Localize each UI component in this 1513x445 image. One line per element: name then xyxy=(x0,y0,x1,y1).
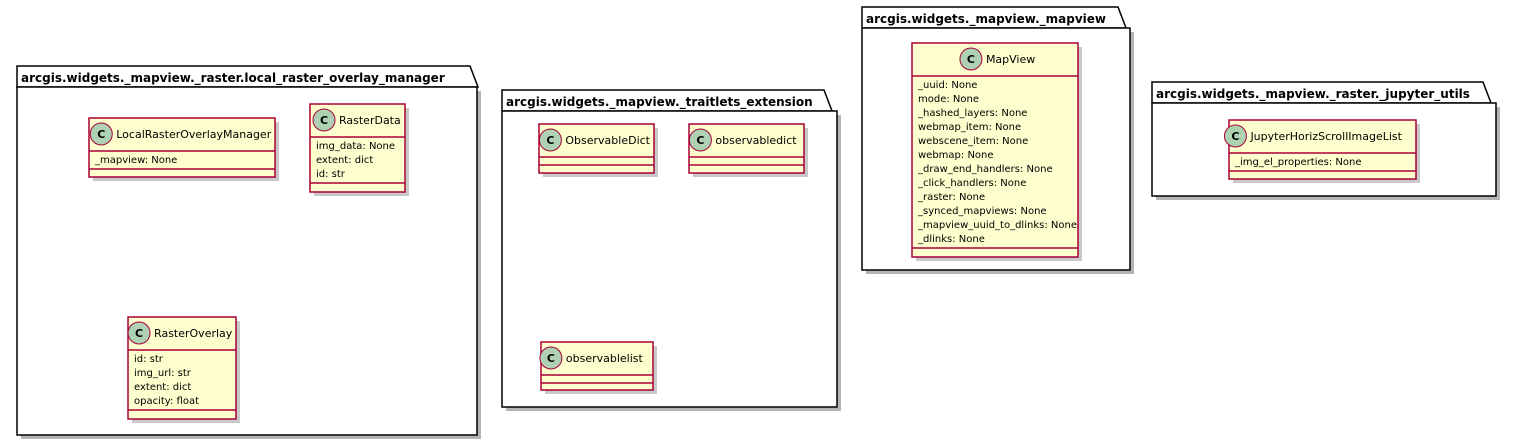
class-observabledict[interactable]: C ObservableDict xyxy=(538,123,658,177)
class-stereotype-icon xyxy=(959,47,983,71)
class-attribute: img_url: str xyxy=(134,368,192,379)
class-attribute: _draw_end_handlers: None xyxy=(917,164,1053,175)
class-attribute: _mapview_uuid_to_dlinks: None xyxy=(917,220,1077,231)
package-title: arcgis.widgets._mapview._traitlets_exten… xyxy=(506,95,813,110)
class-stereotype-letter: C xyxy=(1231,130,1239,143)
class-stereotype-icon xyxy=(539,346,563,370)
package-title: arcgis.widgets._mapview._mapview xyxy=(866,12,1106,27)
class-attribute: webmap: None xyxy=(918,150,994,161)
class-attribute: webscene_item: None xyxy=(918,136,1028,147)
class-stereotype-letter: C xyxy=(135,327,143,340)
class-name: RasterOverlay xyxy=(154,327,233,340)
class-rasterdata[interactable]: C RasterData img_data: None extent: dict id:… xyxy=(309,103,409,196)
class-stereotype-letter: C xyxy=(967,53,975,66)
class-stereotype-icon xyxy=(89,122,113,146)
class-jupyterhorizscrollimagelist[interactable]: C JupyterHorizScrollImageList _img_el_prop… xyxy=(1223,119,1420,183)
class-box xyxy=(540,341,654,391)
package-tab xyxy=(16,65,480,88)
class-name: observabledict xyxy=(715,134,797,147)
class-stereotype-icon xyxy=(312,108,336,132)
class-attribute: opacity: float xyxy=(134,396,199,407)
class-name: JupyterHorizScrollImageList xyxy=(1249,130,1402,143)
class-attribute: id: str xyxy=(316,169,346,180)
class-name: ObservableDict xyxy=(565,134,650,147)
class-attribute: mode: None xyxy=(918,94,979,105)
package-title: arcgis.widgets._mapview._raster._jupyter… xyxy=(1156,87,1470,102)
class-attribute: _raster: None xyxy=(917,192,985,203)
class-attribute: extent: dict xyxy=(134,382,191,393)
class-attribute: extent: dict xyxy=(316,155,373,166)
class-attribute: webmap_item: None xyxy=(918,122,1021,133)
class-stereotype-letter: C xyxy=(320,114,328,127)
class-mapview[interactable]: C MapView _uuid: None mode: None _hashed_lay… xyxy=(911,42,1082,261)
class-name: RasterData xyxy=(339,114,401,127)
class-attribute: _img_el_properties: None xyxy=(1234,157,1361,168)
class-rasteroverlay[interactable]: C RasterOverlay id: str img_url: str extent:… xyxy=(127,316,240,423)
class-stereotype-letter: C xyxy=(696,134,704,147)
class-stereotype-letter: C xyxy=(546,134,554,147)
class-localrasteroverlaymanager[interactable]: C LocalRasterOverlayManager _mapview: None xyxy=(88,117,279,181)
class-stereotype-icon xyxy=(538,128,562,152)
class-stereotype-letter: C xyxy=(97,128,105,141)
class-box xyxy=(88,117,276,178)
package-jupyter-utils: arcgis.widgets._mapview._raster._jupyter… xyxy=(1151,81,1500,200)
class-name: LocalRasterOverlayManager xyxy=(116,128,271,141)
class-stereotype-icon xyxy=(127,321,151,345)
package-title: arcgis.widgets._mapview._raster.local_ra… xyxy=(21,71,445,86)
class-attribute: img_data: None xyxy=(316,141,395,152)
package-local-raster-overlay-manager: arcgis.widgets._mapview._raster.local_ra… xyxy=(16,65,481,439)
class-box xyxy=(911,42,1079,258)
class-attribute: id: str xyxy=(134,354,164,365)
class-name: MapView xyxy=(986,53,1035,66)
class-stereotype-icon xyxy=(688,128,712,152)
class-attribute: _dlinks: None xyxy=(917,234,985,245)
class-attribute: _mapview: None xyxy=(94,155,177,166)
class-stereotype-letter: C xyxy=(547,352,555,365)
class-attribute: _hashed_layers: None xyxy=(917,108,1027,119)
class-attribute: _click_handlers: None xyxy=(917,178,1026,189)
class-attribute: _synced_mapviews: None xyxy=(917,206,1047,217)
class-stereotype-icon xyxy=(1223,124,1247,148)
class-name: observablelist xyxy=(566,352,644,365)
package-traitlets-extension: arcgis.widgets._mapview._traitlets_exten… xyxy=(501,89,841,411)
class-box xyxy=(1228,119,1417,180)
class-attribute: _uuid: None xyxy=(917,80,977,91)
